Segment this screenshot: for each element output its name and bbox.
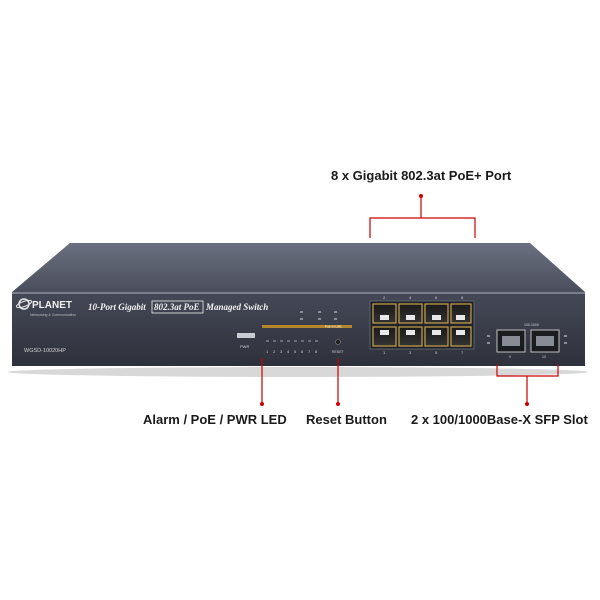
rj45-port [372,303,397,324]
chassis-top [12,243,585,292]
led-number: 1 [266,349,269,354]
sfp-header: 100-1000 [524,323,539,327]
led-number: 7 [308,349,311,354]
port-number: 1 [383,350,386,355]
sfp-number: 10 [542,355,546,359]
title-suffix: Managed Switch [205,302,268,312]
rj45-port-block: 2 4 6 8 1 3 5 7 [369,295,475,355]
port-number: 2 [383,295,386,300]
rj45-port [424,303,449,324]
port-number: 8 [461,295,464,300]
led-number: 4 [287,349,290,354]
callout-reset: Reset Button [306,412,387,427]
rj45-port [398,326,423,347]
led-number: 6 [301,349,304,354]
rj45-port [450,303,472,324]
callout-poe-ports: 8 x Gigabit 802.3at PoE+ Port [331,168,512,183]
led-strip-label: PoE IN USE [325,325,342,329]
port-number: 7 [461,350,464,355]
sfp-number: 9 [509,355,511,359]
led-number: 8 [315,349,318,354]
led-number: 3 [280,349,283,354]
port-number: 6 [435,295,438,300]
sfp-slots: 100-1000 9 10 [487,323,567,359]
port-number: 4 [409,295,412,300]
model-label: WGSD-10020HP [24,348,66,354]
brand-text: PLANET [32,300,72,311]
chassis-front [12,292,585,366]
led-number: 2 [273,349,276,354]
led-strip: PoE IN USE [262,325,352,342]
title-badge-box [151,300,204,314]
port-number: 5 [435,350,438,355]
callout-leds: Alarm / PoE / PWR LED [143,412,287,427]
rj45-port [450,326,472,347]
port-number: 3 [409,350,412,355]
rj45-port [424,326,449,347]
callout-sfp: 2 x 100/1000Base-X SFP Slot [411,412,588,427]
pwr-label: PWR [240,344,249,349]
title-badge: 802.3at PoE [154,302,200,312]
reset-label: RESET [332,350,345,354]
brand-tagline: Networking & Communication [30,313,76,317]
rj45-port [372,326,397,347]
planet-logo: PLANET Networking & Communication [15,298,76,317]
rj45-port [398,303,423,324]
led-number: 5 [294,349,297,354]
reset-button [335,339,341,345]
title-prefix: 10-Port Gigabit [88,302,146,312]
